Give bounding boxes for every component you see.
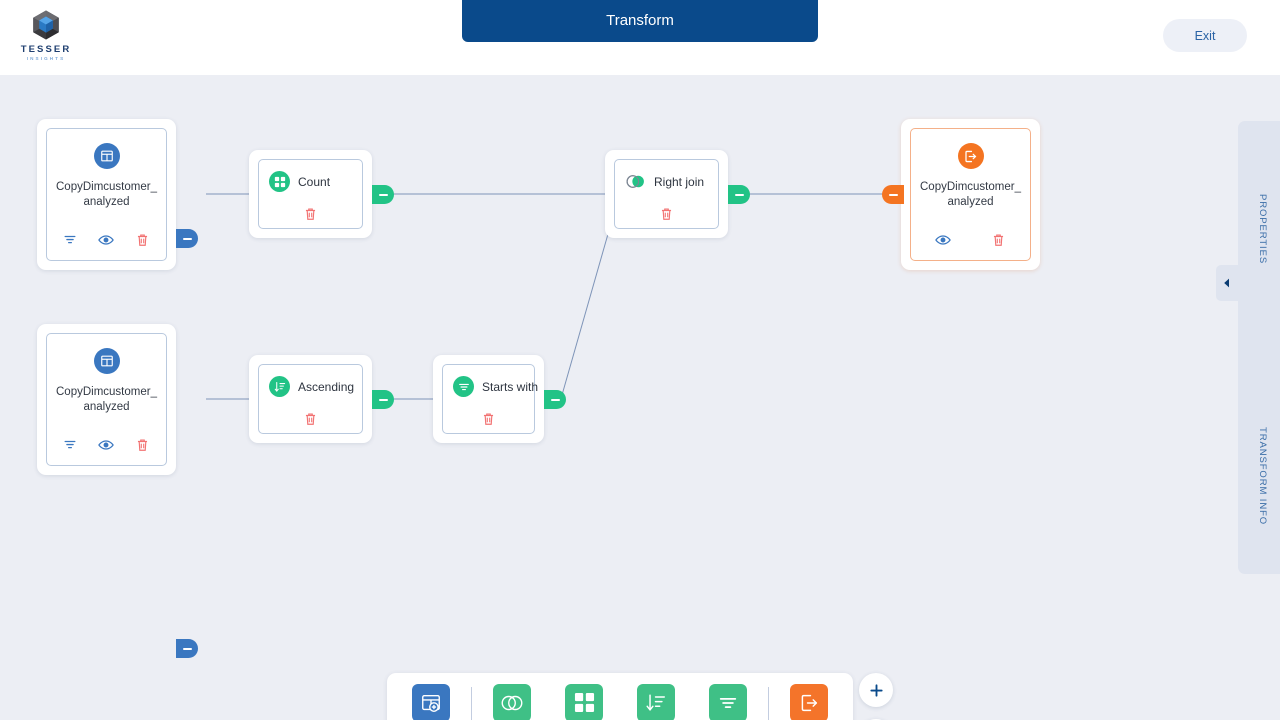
node-card: Ascending [249,355,372,443]
tool-joins[interactable]: JOINS [476,683,548,720]
joins-icon [493,683,531,720]
aggregate-icon [269,171,290,192]
tool-aggregate[interactable]: AGGREGATE [548,683,620,720]
table-icon [93,143,120,169]
zoom-in-button[interactable] [859,673,893,707]
node-body: CopyDimcustomer_analyzed [46,333,167,466]
tool-output[interactable]: OUTPUT [773,683,845,720]
trash-icon[interactable] [297,408,324,430]
trash-icon[interactable] [129,229,156,251]
node-label: Starts with [482,379,539,394]
node-sort-ascending[interactable]: Ascending [249,355,394,443]
node-card: CopyDimcustomer_analyzed [37,324,176,475]
node-card: CopyDimcustomer_analyzed [37,119,176,270]
node-title: CopyDimcustomer_analyzed [56,181,157,208]
node-body: Starts with [442,364,539,434]
side-panel-transform-info-tab[interactable]: TRANSFORM INFO [1257,426,1268,526]
connector-output-table[interactable] [882,185,904,204]
sort-ascending-icon [269,376,290,397]
connector-source-table-2[interactable] [176,639,198,658]
tool-filter[interactable]: FILTER [692,683,764,720]
app-header: TESSER INSIGHTS Transform Exit [0,0,1280,75]
node-label: Right join [654,174,705,189]
node-actions [911,229,1030,260]
node-join-right[interactable]: Right join [605,150,750,238]
filter-icon [453,376,474,397]
side-panel-properties-tab[interactable]: PROPERTIES [1257,193,1268,265]
connector-filter-starts-with[interactable] [544,390,566,409]
node-output-table[interactable]: CopyDimcustomer_analyzed [882,119,1040,270]
node-card: CopyDimcustomer_analyzed [901,119,1040,270]
node-label: Count [298,174,331,189]
filter-icon[interactable] [57,229,84,251]
node-source-table-2[interactable]: CopyDimcustomer_analyzed [37,324,198,658]
cube-logo-icon [33,10,59,40]
zoom-controls [859,673,893,720]
eye-icon[interactable] [93,434,120,456]
aggregate-icon [565,683,603,720]
connector-aggregate-count[interactable] [372,185,394,204]
node-body: Right join [614,159,719,229]
filter-icon [709,683,747,720]
node-aggregate-count[interactable]: Count [249,150,394,238]
table-icon [93,348,120,374]
trash-icon[interactable] [475,408,502,430]
node-body: Count [258,159,363,229]
app-logo: TESSER INSIGHTS [18,8,74,61]
node-card: Count [249,150,372,238]
side-panel: PROPERTIES TRANSFORM INFO [1238,121,1280,574]
node-title: CopyDimcustomer_analyzed [920,181,1021,208]
right-join-icon [625,171,646,192]
connector-join-right[interactable] [728,185,750,204]
side-panel-collapse-button[interactable] [1216,265,1238,301]
node-actions [47,434,166,465]
add-table-icon [412,683,450,720]
filter-icon[interactable] [57,434,84,456]
node-body: CopyDimcustomer_analyzed [910,128,1031,261]
edge-connections [206,193,904,400]
output-icon [957,143,984,169]
logo-wordmark: TESSER [20,44,72,55]
output-icon [790,683,828,720]
trash-icon[interactable] [985,229,1012,251]
node-body: CopyDimcustomer_analyzed [46,128,167,261]
sort-icon [637,683,675,720]
connector-source-table-1[interactable] [176,229,198,248]
trash-icon[interactable] [297,203,324,225]
edge-filter-to-join [561,219,613,396]
tab-transform[interactable]: Transform [462,0,818,42]
eye-icon[interactable] [93,229,120,251]
node-filter-starts-with[interactable]: Starts with [433,355,566,443]
node-label: Ascending [298,379,355,394]
tab-transform-label: Transform [606,11,674,29]
node-title: CopyDimcustomer_analyzed [56,386,157,413]
trash-icon[interactable] [129,434,156,456]
chevron-left-icon [1224,278,1229,288]
tool-sort[interactable]: SORT [620,683,692,720]
trash-icon[interactable] [653,203,680,225]
logo-tagline: INSIGHTS [26,55,66,61]
node-card: Starts with [433,355,544,443]
connector-sort-ascending[interactable] [372,390,394,409]
tool-palette: ADD TABLE JOINS AGGREGATE [387,673,853,720]
node-actions [47,229,166,260]
tool-add-table[interactable]: ADD TABLE [395,683,467,720]
node-source-table-1[interactable]: CopyDimcustomer_analyzed [37,119,198,270]
exit-button[interactable]: Exit [1163,19,1247,52]
eye-icon[interactable] [929,229,956,251]
toolbar-divider [471,687,472,720]
node-card: Right join [605,150,728,238]
toolbar-divider [768,687,769,720]
node-body: Ascending [258,364,363,434]
flow-canvas[interactable]: CopyDimcustomer_analyzed [0,75,1280,720]
